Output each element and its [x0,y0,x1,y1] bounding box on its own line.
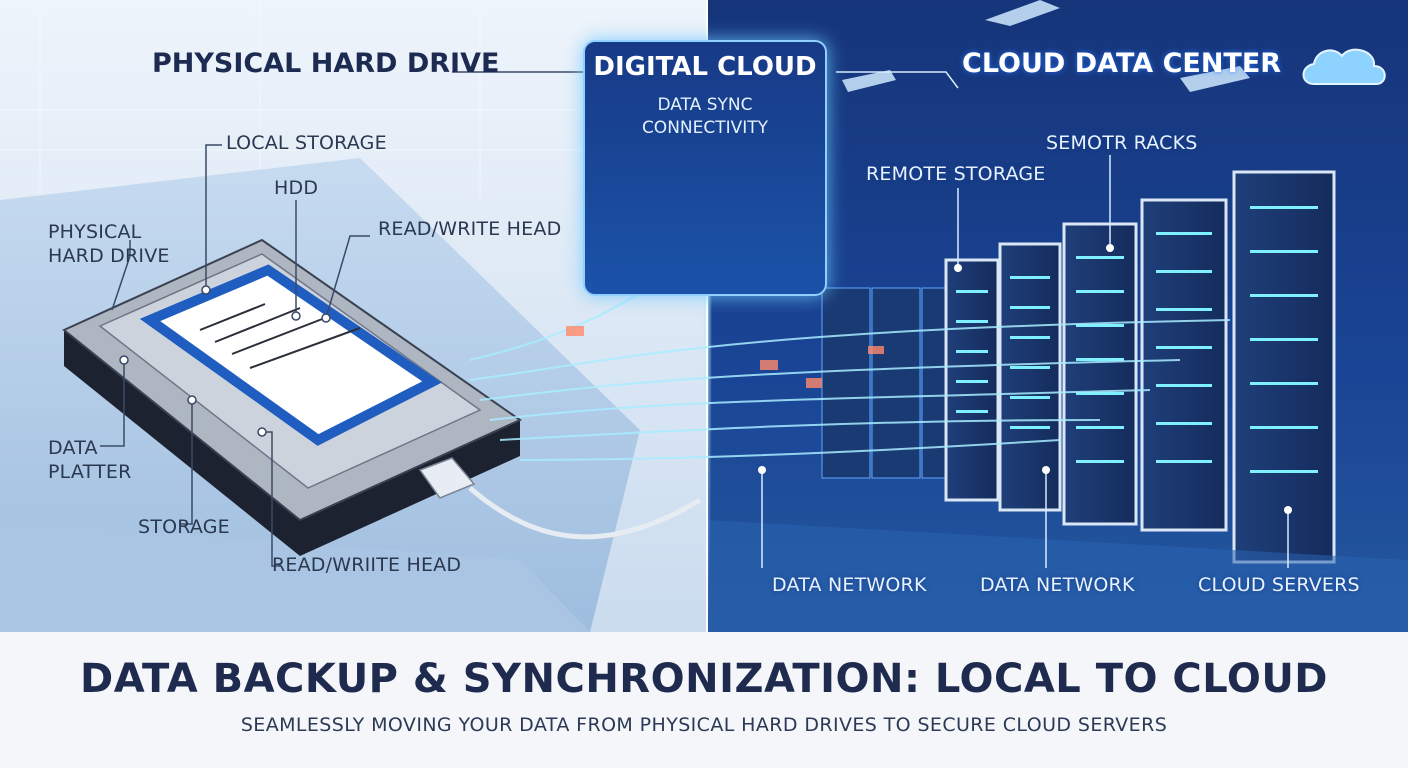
hdd-label: HDD [274,177,319,199]
digital-cloud-panel: DIGITAL CLOUD DATA SYNC CONNECTIVITY [583,40,827,296]
right-callout-lines [761,71,1289,568]
footer-banner: DATA BACKUP & SYNCHRONIZATION: LOCAL TO … [0,632,1408,768]
storage-label: STORAGE [138,516,230,538]
hdd-side [64,330,520,556]
data-streams [469,199,1231,461]
hdd-label [139,264,442,446]
data-platter-label: DATA PLATTER [48,437,132,483]
server-racks [944,170,1336,564]
local-storage-label: LOCAL STORAGE [226,132,387,154]
hdd-label-text-lines [199,303,361,369]
usb-plug [418,457,476,499]
left-callout-lines [100,71,600,567]
right-callout-dots [758,244,1292,514]
physical-hard-drive-label: PHYSICAL HARD DRIVE [48,221,170,267]
remote-storage-label: REMOTE STORAGE [866,163,1046,185]
read-write-head-label-top: READ/WRITE HEAD [378,218,562,240]
illustration [0,0,1408,632]
server-rack [1140,198,1228,532]
ceiling-lights [842,0,1250,92]
footer-title: DATA BACKUP & SYNCHRONIZATION: LOCAL TO … [79,656,1329,702]
read-write-head-label-bottom: READ/WRIITE HEAD [272,554,462,576]
physical-hard-drive-title: PHYSICAL HARD DRIVE [152,48,500,79]
left-callout-dots [119,285,331,437]
footer-subtitle: SEAMLESSLY MOVING YOUR DATA FROM PHYSICA… [240,714,1168,736]
desk-edge [0,520,590,632]
usb-cable [468,486,702,540]
server-racks-label: SEMOTR RACKS [1046,132,1198,154]
server-rack [1232,170,1336,564]
data-sync-label: DATA SYNC [657,95,753,115]
rack-status-lights [956,206,1318,473]
hard-drive-illustration [62,238,702,556]
cloud-data-center-title: CLOUD DATA CENTER [962,48,1282,79]
cloud-servers-label: CLOUD SERVERS [1198,574,1360,596]
digital-cloud-title: DIGITAL CLOUD [593,52,817,82]
small-cloud-icon [1302,48,1386,85]
floor [708,520,1408,632]
data-network-label-2: DATA NETWORK [980,574,1135,596]
connectivity-label: CONNECTIVITY [641,118,769,138]
server-rack [998,242,1062,512]
server-rack [1062,222,1138,526]
data-packets [566,326,884,388]
data-network-label-1: DATA NETWORK [772,574,927,596]
